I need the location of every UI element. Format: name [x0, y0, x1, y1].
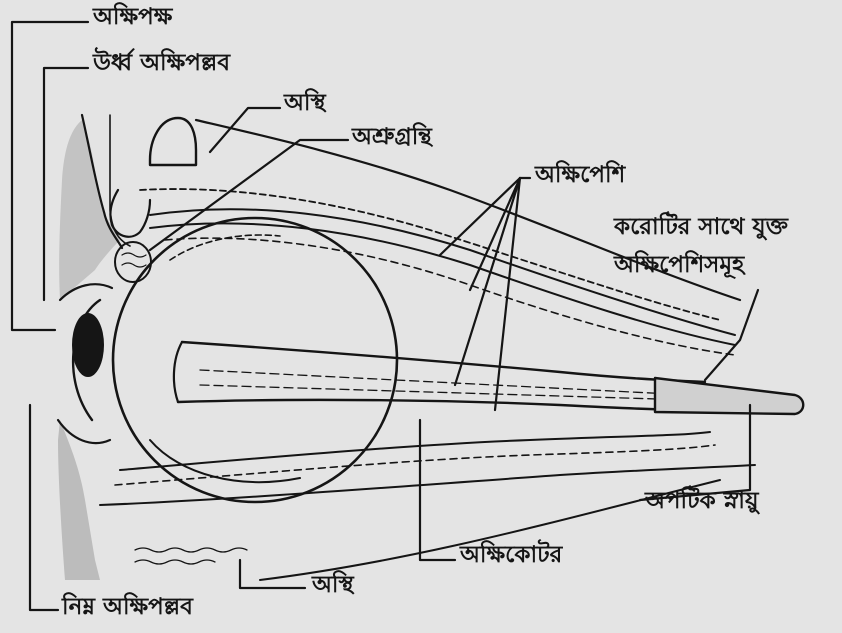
label-bone-top: অস্থি: [284, 90, 326, 118]
leader-bone-top: [210, 108, 280, 152]
central-muscle-upper-edge: [182, 342, 705, 382]
leader-bone-bottom: [240, 560, 305, 588]
label-eyelash: অক্ষিপক্ষ: [93, 4, 172, 32]
central-muscle-end: [174, 342, 182, 402]
muscle-band-lower-2: [115, 445, 715, 485]
eyeball-inner-arc-2: [170, 235, 280, 260]
label-lacrimal-gland: অশ্রুগ্রন্থি: [352, 124, 432, 152]
central-muscle-fibers: [200, 370, 690, 400]
leader-lower-eyelid: [30, 405, 58, 610]
label-eye-socket: অক্ষিকোটর: [460, 542, 562, 570]
upper-eyelid-outline: [110, 190, 150, 237]
label-lower-eyelid: নিম্ন অক্ষিপল্লব: [62, 594, 193, 622]
optic-nerve-shape: [655, 378, 803, 414]
label-eye-muscle: অক্ষিপেশি: [535, 162, 625, 190]
label-optic-nerve: অপটিক স্নায়ু: [645, 488, 759, 516]
lacrimal-gland-texture: [122, 253, 146, 267]
label-skull-muscles-line2: অক্ষিপেশিসমূহ: [614, 252, 744, 280]
iris: [72, 313, 104, 377]
central-muscle-lower-edge: [178, 400, 705, 410]
orbital-bone-top: [150, 118, 196, 165]
label-bone-bottom: অস্থি: [312, 572, 354, 600]
label-skull-muscles-line1: করোটির সাথে যুক্ত: [614, 214, 788, 242]
label-upper-eyelid: উর্ধ্ব অক্ষিপল্লব: [93, 50, 230, 78]
leader-eye-muscle-d: [495, 178, 520, 410]
orbital-bone-bottom: [135, 548, 247, 564]
lacrimal-gland-shape: [115, 242, 151, 282]
leader-eye-socket: [420, 420, 455, 560]
